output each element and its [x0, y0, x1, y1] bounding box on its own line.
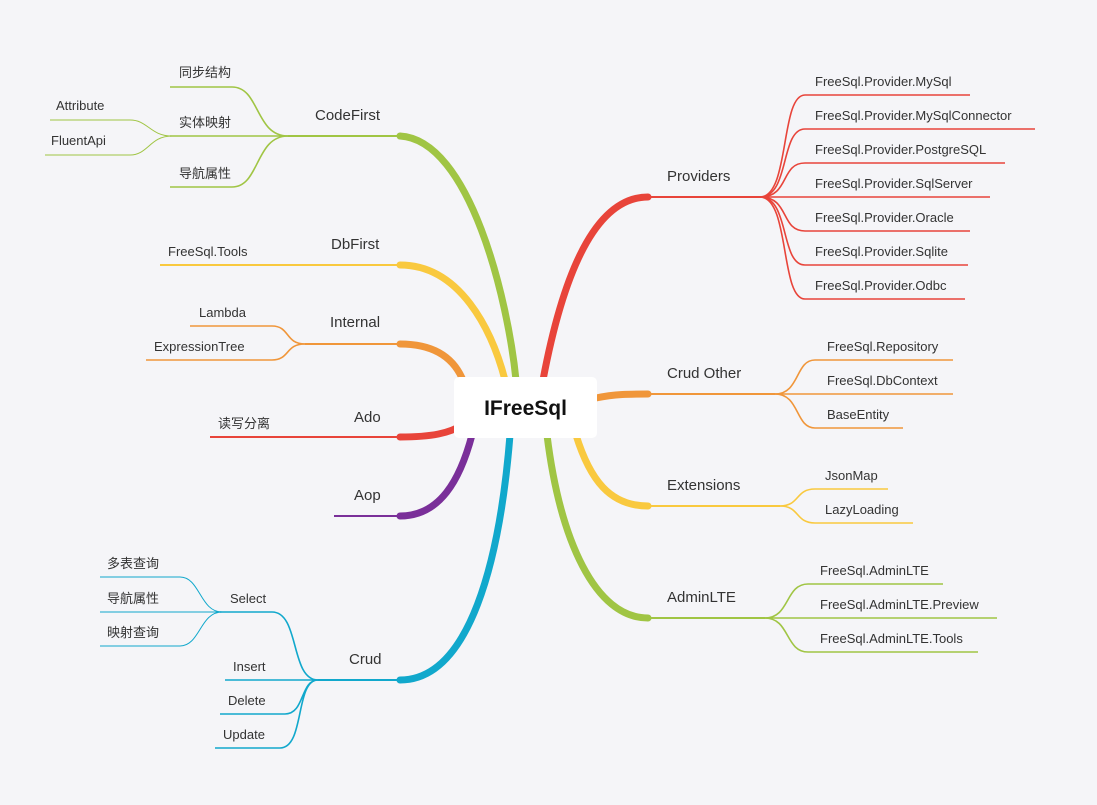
branch-crudother: [592, 359, 953, 429]
node-entity-mapping: 实体映射: [179, 115, 231, 130]
node-multi-table-query: 多表查询: [107, 556, 159, 571]
node-provider-mysql: FreeSql.Provider.MySql: [815, 74, 952, 89]
node-navigation-props: 导航属性: [179, 166, 231, 181]
node-fluentapi: FluentApi: [51, 133, 106, 148]
node-mapping-query: 映射查询: [107, 625, 159, 640]
node-provider-mysqlconnector: FreeSql.Provider.MySqlConnector: [815, 108, 1012, 123]
node-provider-sqlite: FreeSql.Provider.Sqlite: [815, 244, 948, 259]
node-provider-oracle: FreeSql.Provider.Oracle: [815, 210, 954, 225]
node-jsonmap: JsonMap: [825, 468, 878, 483]
node-lazyloading: LazyLoading: [825, 502, 899, 517]
branch-label-extensions: Extensions: [667, 477, 740, 494]
branch-extensions: [572, 431, 913, 524]
node-sync-structure: 同步结构: [179, 65, 231, 80]
node-freesql-adminlte: FreeSql.AdminLTE: [820, 563, 929, 578]
branch-aop: [334, 431, 476, 520]
node-baseentity: BaseEntity: [827, 407, 890, 422]
node-select: Select: [230, 591, 267, 606]
branch-label-codefirst: CodeFirst: [315, 107, 381, 124]
branch-dbfirst: [160, 261, 509, 384]
node-delete: Delete: [228, 693, 266, 708]
node-provider-postgresql: FreeSql.Provider.PostgreSQL: [815, 142, 986, 157]
branch-adminlte: [543, 431, 997, 653]
node-insert: Insert: [233, 659, 266, 674]
branch-label-dbfirst: DbFirst: [331, 236, 380, 253]
node-freesql-adminlte-tools: FreeSql.AdminLTE.Tools: [820, 631, 963, 646]
branch-crud: [100, 431, 514, 749]
node-read-write-split: 读写分离: [218, 416, 270, 431]
node-freesql-repository: FreeSql.Repository: [827, 339, 939, 354]
node-freesql-adminlte-preview: FreeSql.AdminLTE.Preview: [820, 597, 979, 612]
node-freesql-dbcontext: FreeSql.DbContext: [827, 373, 938, 388]
branch-codefirst: [45, 86, 520, 384]
node-lambda: Lambda: [199, 305, 247, 320]
root-node[interactable]: IFreeSql: [454, 377, 597, 438]
node-provider-sqlserver: FreeSql.Provider.SqlServer: [815, 176, 973, 191]
branch-label-ado: Ado: [354, 409, 381, 426]
node-attribute: Attribute: [56, 98, 104, 113]
branch-internal: [146, 325, 466, 382]
node-freesql-tools: FreeSql.Tools: [168, 244, 248, 259]
branch-label-providers: Providers: [667, 168, 730, 185]
branch-label-aop: Aop: [354, 487, 381, 504]
node-select-navigation: 导航属性: [107, 591, 159, 606]
branch-label-crudother: Crud Other: [667, 365, 741, 382]
root-label: IFreeSql: [484, 397, 567, 420]
node-provider-odbc: FreeSql.Provider.Odbc: [815, 278, 947, 293]
node-update: Update: [223, 727, 265, 742]
node-expressiontree: ExpressionTree: [154, 339, 245, 354]
branch-label-crud: Crud: [349, 651, 382, 668]
branch-providers: [539, 94, 1035, 384]
branch-label-internal: Internal: [330, 314, 380, 331]
branch-label-adminlte: AdminLTE: [667, 589, 736, 606]
